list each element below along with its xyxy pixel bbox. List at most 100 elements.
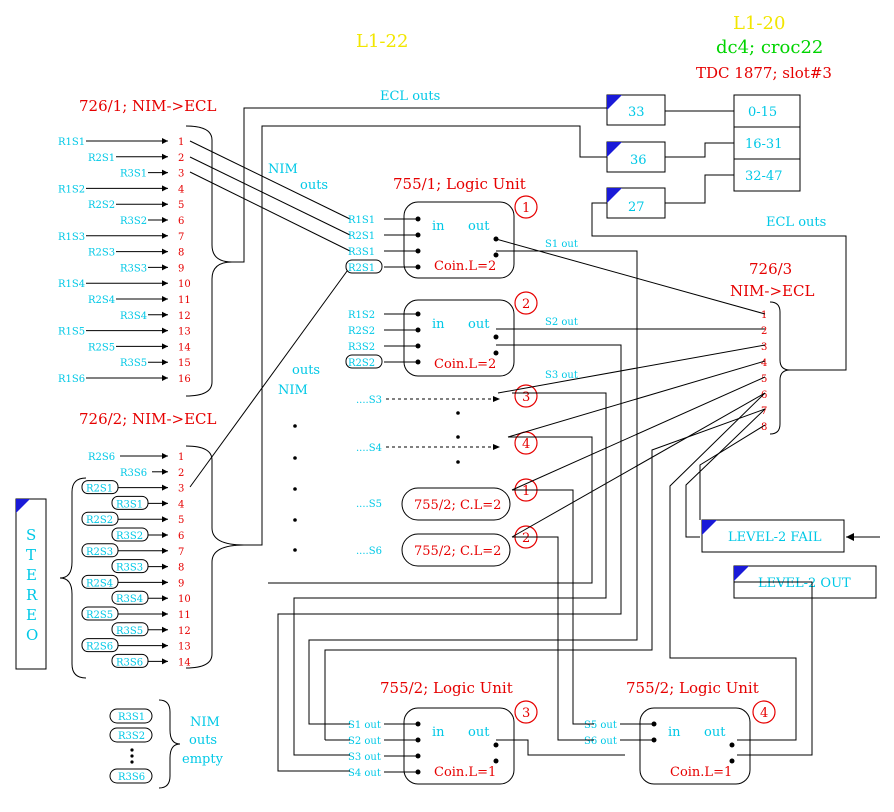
arrow-icon (162, 468, 168, 475)
cable-number: 27 (628, 200, 645, 215)
tdc-module: 0-15 16-31 32-47 (733, 94, 801, 192)
tdc-channel: 32-47 (745, 169, 782, 184)
channel-number: 4 (761, 358, 767, 369)
tdc-channel: 16-31 (745, 137, 782, 152)
arrow-icon (162, 169, 168, 176)
in-label: in (668, 725, 681, 740)
channel-number: 2 (178, 468, 184, 479)
logic-unit-box (403, 201, 515, 279)
input-pin (415, 769, 421, 775)
outs-label: outs (292, 363, 320, 378)
input-label: R3S5 (116, 626, 143, 637)
empty-out-label: R3S6 (118, 772, 145, 783)
brace (59, 477, 87, 679)
channel-number: 6 (178, 531, 184, 542)
s-out-label: S2 out (545, 317, 578, 328)
circle-number: 3 (522, 390, 530, 405)
coin-label: Coin.L=2 (434, 357, 496, 372)
input-label: S6 out (584, 736, 617, 747)
input-pin (415, 721, 421, 727)
input-label: R3S2 (120, 216, 147, 227)
corner-marker-icon (607, 95, 622, 110)
wire (189, 171, 351, 252)
channel-number: 3 (178, 169, 184, 180)
channel-number: 13 (178, 327, 191, 338)
l1-20-title: L1-20 (733, 13, 785, 34)
ecl-cable-wire (591, 202, 847, 371)
input-label: R2S2 (86, 515, 113, 526)
arrow-icon (162, 658, 168, 665)
channel-number: 5 (178, 515, 184, 526)
arrow-icon (162, 153, 168, 160)
input-label: R1S3 (58, 232, 85, 243)
logic-unit-box (403, 299, 515, 377)
brace (769, 301, 791, 435)
input-label: S4 out (348, 768, 381, 779)
input-label: R3S6 (116, 657, 143, 668)
input-label: R1S4 (58, 279, 85, 290)
input-label: R2S2 (88, 200, 115, 211)
dot (456, 460, 460, 464)
out-label: out (468, 317, 490, 332)
coin-label: Coin.L=1 (670, 765, 732, 780)
s-out-label: S1 out (545, 239, 578, 250)
input-pin (651, 721, 657, 727)
input-label: R2S5 (88, 342, 115, 353)
in-label: in (432, 725, 445, 740)
input-label: R1S2 (348, 310, 375, 321)
wire (699, 424, 766, 520)
dotted-input-label: ....S6 (356, 546, 382, 557)
circle-marker (514, 384, 538, 408)
arrow-icon (846, 533, 854, 541)
brace (158, 699, 181, 789)
input-label: R2S1 (348, 231, 375, 242)
l1-22-title: L1-22 (356, 31, 408, 52)
wire (189, 140, 351, 220)
input-pin (415, 311, 421, 317)
output-pin (729, 758, 735, 764)
input-pin (415, 737, 421, 743)
arrow-icon (162, 595, 168, 602)
input-pin (415, 216, 421, 222)
input-pin (415, 343, 421, 349)
input-label: R3S4 (116, 594, 143, 605)
channel-number: 8 (761, 422, 767, 433)
channel-number: 5 (761, 374, 767, 385)
logic-unit-box (639, 707, 751, 785)
out-label: out (468, 725, 490, 740)
input-label: R3S1 (116, 499, 143, 510)
channel-number: 8 (178, 563, 184, 574)
channel-number: 11 (178, 610, 191, 621)
module-726-1-title: 726/1; NIM->ECL (79, 97, 217, 115)
input-pin (415, 359, 421, 365)
in-label: in (432, 317, 445, 332)
channel-number: 1 (178, 452, 184, 463)
channel-number: 5 (178, 200, 184, 211)
arrow-icon (162, 611, 168, 617)
arrow-icon (162, 327, 168, 334)
wire (685, 408, 766, 538)
nim-empty-label: outs (189, 733, 217, 748)
channel-number: 7 (178, 232, 184, 243)
arrow-icon (162, 532, 168, 538)
in-label: in (432, 219, 445, 234)
vertical-dots (293, 424, 297, 552)
lu-755-1-title: 755/1; Logic Unit (393, 175, 526, 193)
input-pin (415, 232, 421, 238)
channel-number: 13 (178, 642, 191, 653)
corner-marker-icon (607, 142, 622, 157)
channel-number: 7 (178, 547, 184, 558)
corner-marker-icon (734, 566, 749, 581)
input-pin (415, 248, 421, 254)
lu-755-2a-title: 755/2; Logic Unit (380, 679, 513, 697)
output-pin (729, 742, 735, 748)
channel-number: 7 (761, 406, 767, 417)
circle-number: 2 (522, 297, 530, 312)
output-pin (493, 252, 499, 258)
cl-box-2: 755/2; C.L=2 (401, 533, 511, 567)
